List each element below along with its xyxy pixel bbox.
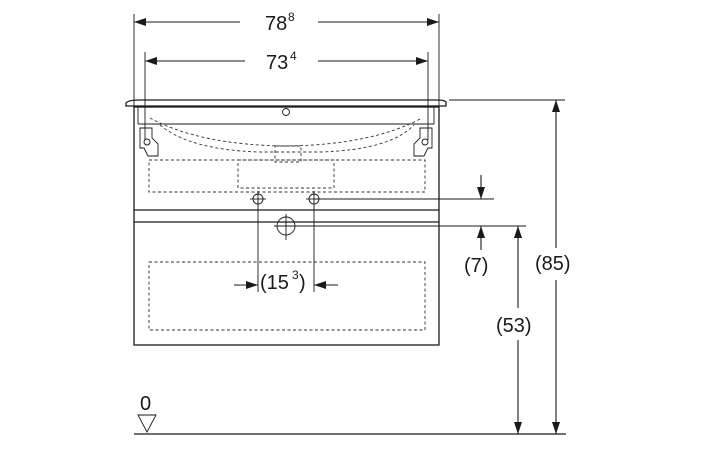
siphon-cutout	[237, 159, 335, 189]
arrow-153-left	[246, 281, 258, 289]
label-basin-width-sup: 4	[290, 49, 297, 63]
dimension-total-height: (85)	[449, 99, 571, 434]
label-total-height: (85)	[535, 253, 571, 275]
arrow-73-left	[145, 57, 157, 65]
wall-brackets	[139, 127, 433, 157]
drain-markers	[250, 191, 322, 240]
bracket-screw-left	[143, 138, 151, 146]
basin-bowl-outline	[159, 124, 415, 153]
bracket-left	[139, 127, 159, 157]
dimension-overall-width: 78 8	[133, 10, 440, 107]
label-drain-spacing-close: )	[299, 272, 306, 294]
label-basin-width: 73	[266, 52, 288, 74]
arrow-7-top	[477, 187, 485, 199]
inner-drawer-outline	[148, 159, 426, 193]
arrow-85-top	[552, 100, 560, 112]
arrow-153-right	[314, 281, 326, 289]
dimension-basin-width: 73 4	[144, 49, 429, 140]
arrow-53-top	[514, 226, 522, 238]
arrow-73-right	[416, 57, 428, 65]
label-overall-width-sup: 8	[288, 10, 295, 24]
arrow-85-bottom	[552, 422, 560, 434]
washbasin	[125, 99, 447, 163]
dimension-drain-spacing: (15 3 )	[234, 205, 338, 294]
label-drain-offset: (7)	[464, 255, 488, 277]
dimension-drain-height: (53)	[496, 226, 532, 434]
basin-drain-outlet	[274, 145, 302, 163]
arrow-53-bottom	[514, 422, 522, 434]
arrow-78-right	[427, 18, 439, 26]
level-triangle-icon	[137, 414, 157, 433]
label-overall-width: 78	[265, 13, 287, 35]
label-floor-level: 0	[140, 393, 151, 415]
label-drain-spacing-sup: 3	[292, 268, 299, 282]
tap-hole	[282, 108, 290, 116]
label-drain-spacing-open: (15	[260, 272, 289, 294]
floor-reference: 0	[134, 393, 566, 435]
bracket-right	[413, 127, 433, 157]
basin-top-edge	[125, 99, 447, 107]
label-drain-height: (53)	[496, 315, 532, 337]
bracket-screw-right	[421, 138, 429, 146]
vanity-cabinet	[133, 106, 440, 346]
arrow-7-bottom	[477, 226, 485, 238]
dimension-drain-offset: (7)	[294, 175, 526, 277]
drawer-handle-recess	[148, 261, 426, 331]
arrow-78-left	[134, 18, 146, 26]
